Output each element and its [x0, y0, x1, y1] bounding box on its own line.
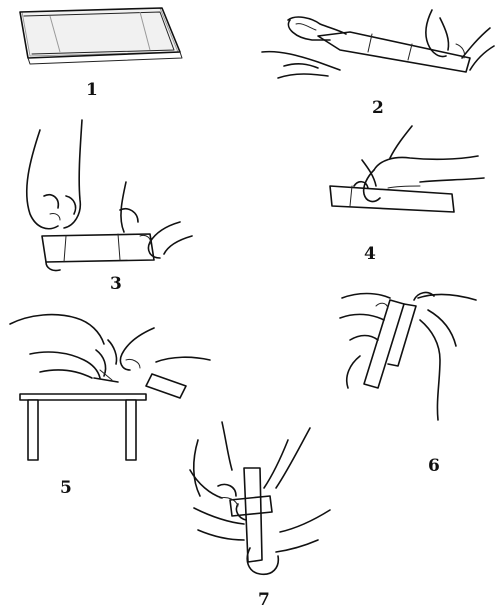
panel-7-inserting-tube-icon [190, 422, 330, 574]
panel-2-unwrapping-tube-icon [262, 10, 494, 78]
panel-number-2: 2 [372, 100, 384, 117]
panel-3-breaking-seal-icon [27, 120, 192, 271]
panel-4-gripping-tube-icon [330, 126, 484, 212]
panel-5-table-edge-snap-icon [10, 315, 210, 460]
panel-number-4: 4 [364, 246, 376, 263]
panel-number-1: 1 [86, 82, 98, 99]
panel-6-bent-tube-icon [340, 293, 476, 420]
panel-number-6: 6 [428, 458, 440, 475]
panel-1-sealed-package-icon [20, 8, 182, 64]
panel-number-7: 7 [258, 592, 270, 609]
panel-number-3: 3 [110, 276, 122, 293]
panel-number-5: 5 [60, 480, 72, 497]
